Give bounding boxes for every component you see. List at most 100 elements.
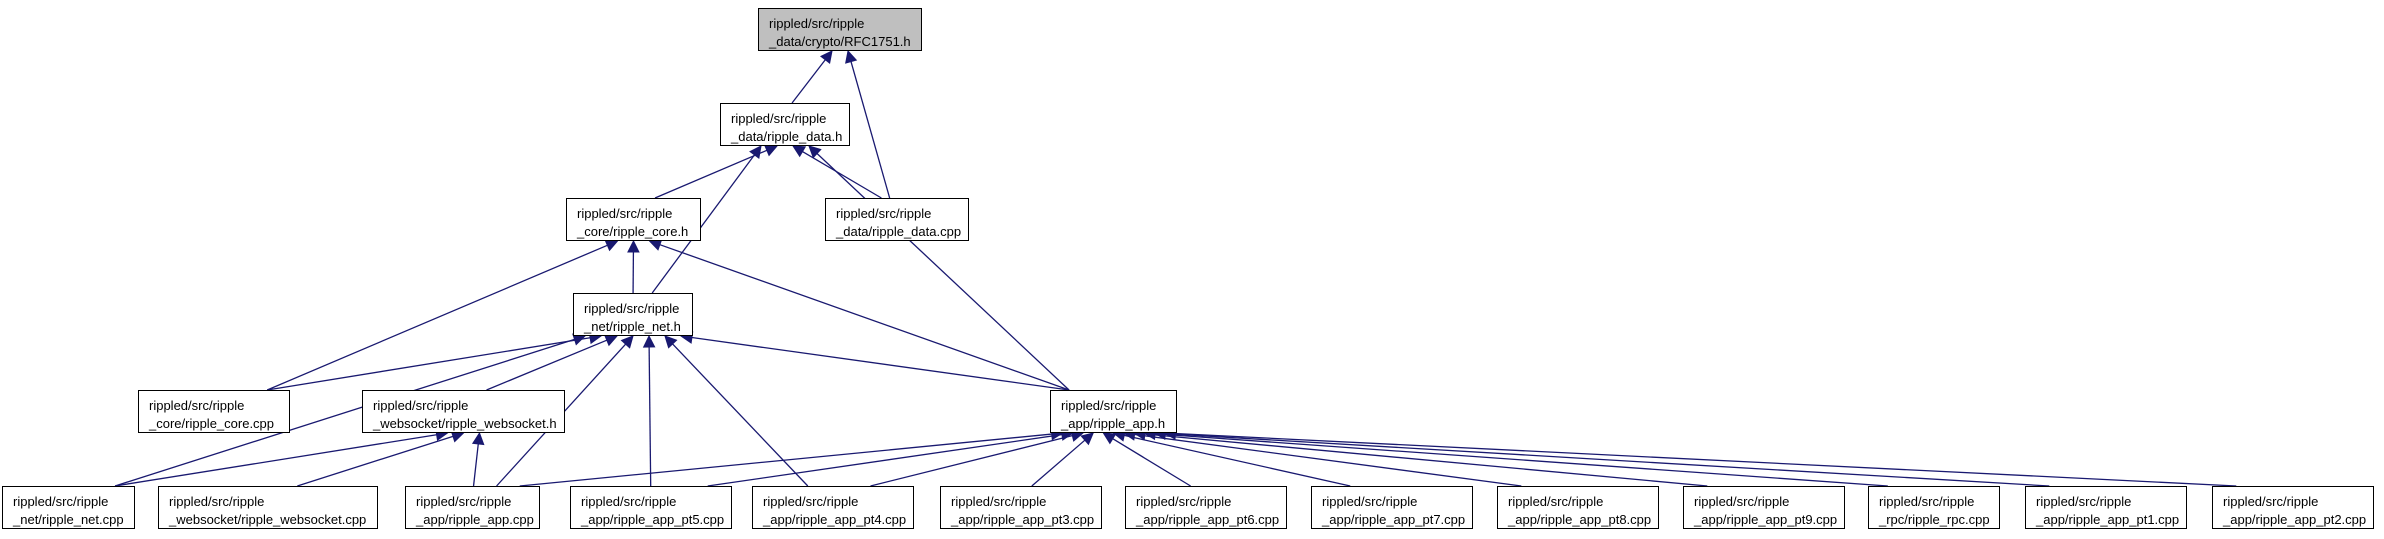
node-path-line: rippled/src/ripple (763, 494, 859, 509)
node-path-line: rippled/src/ripple (416, 494, 512, 509)
node-file-line: _app/ripple_app_pt3.cpp (951, 512, 1095, 527)
edge-ripple_core_cpp-to-ripple_core_h (266, 244, 608, 391)
edge-ripple_data_cpp-to-ripple_data_h (802, 151, 882, 199)
edge-ripple_app_cpp-to-ripple_websocket_h (472, 443, 479, 487)
edge-ripple_app_pt8_cpp-to-ripple_app_h (1134, 433, 1522, 487)
node-path-line: rippled/src/ripple (1879, 494, 1975, 509)
arrowhead-ripple_app_pt3_cpp-to-ripple_app_h (1080, 432, 1095, 446)
node-ripple-net-h[interactable]: rippled/src/ripple _net/ripple_net.h (573, 293, 693, 336)
node-file-line: _rpc/ripple_rpc.cpp (1879, 512, 1990, 527)
edge-ripple_data_cpp-to-rfc1751_h (850, 61, 891, 199)
node-ripple-app-pt4-cpp[interactable]: rippled/src/ripple _app/ripple_app_pt4.c… (752, 486, 914, 529)
node-file-line: _data/crypto/RFC1751.h (769, 34, 911, 49)
arrowhead-ripple_data_h-to-rfc1751_h (819, 50, 833, 64)
node-ripple-rpc-cpp[interactable]: rippled/src/ripple _rpc/ripple_rpc.cpp (1868, 486, 2000, 529)
edge-ripple_websocket_cpp-to-ripple_websocket_h (297, 435, 454, 487)
node-file-line: _app/ripple_app_pt4.cpp (763, 512, 907, 527)
node-ripple-app-pt7-cpp[interactable]: rippled/src/ripple _app/ripple_app_pt7.c… (1311, 486, 1473, 529)
node-path-line: rippled/src/ripple (577, 206, 673, 221)
edge-ripple_app_cpp-to-ripple_app_h (519, 433, 1052, 487)
edge-ripple_app_pt7_cpp-to-ripple_app_h (1124, 434, 1351, 487)
arrowhead-ripple_app_pt5_cpp-to-ripple_net_h (642, 334, 656, 348)
node-ripple-app-pt2-cpp[interactable]: rippled/src/ripple _app/ripple_app_pt2.c… (2212, 486, 2374, 529)
node-path-line: rippled/src/ripple (731, 111, 827, 126)
node-file-line: _core/ripple_core.cpp (149, 416, 275, 431)
edge-ripple_core_h-to-ripple_data_h (654, 149, 768, 199)
node-path-line: rippled/src/ripple (1061, 398, 1157, 413)
node-ripple-app-pt1-cpp[interactable]: rippled/src/ripple _app/ripple_app_pt1.c… (2025, 486, 2187, 529)
node-file-line: _app/ripple_app_pt5.cpp (581, 512, 725, 527)
edge-ripple_app_pt3_cpp-to-ripple_app_h (1031, 439, 1086, 487)
edge-ripple_app_h-to-ripple_net_h (691, 336, 1070, 391)
node-ripple-net-cpp[interactable]: rippled/src/ripple _net/ripple_net.cpp (2, 486, 135, 529)
node-file-line: _data/ripple_data.cpp (836, 224, 962, 239)
node-path-line: rippled/src/ripple (1508, 494, 1604, 509)
edge-ripple_app_pt5_cpp-to-ripple_app_h (707, 433, 1063, 487)
node-path-line: rippled/src/ripple (373, 398, 469, 413)
node-file-line: _net/ripple_net.h (584, 319, 681, 334)
node-file-line: _websocket/ripple_websocket.h (373, 416, 557, 431)
node-ripple-data-cpp[interactable]: rippled/src/ripple _data/ripple_data.cpp (825, 198, 969, 241)
edge-ripple_app_pt4_cpp-to-ripple_app_h (870, 435, 1073, 487)
edge-ripple_core_cpp-to-ripple_net_h (267, 337, 591, 391)
node-path-line: rippled/src/ripple (584, 301, 680, 316)
edge-ripple_rpc_cpp-to-ripple_app_h (1154, 433, 1888, 487)
edge-ripple_websocket_h-to-ripple_net_h (486, 339, 608, 391)
edge-ripple_data_h-to-rfc1751_h (791, 59, 826, 104)
arrowhead-ripple_data_cpp-to-ripple_data_h (792, 145, 807, 158)
arrowhead-ripple_net_h-to-ripple_core_h (627, 239, 640, 253)
arrowhead-ripple_app_cpp-to-ripple_websocket_h (471, 431, 485, 446)
arrowhead-ripple_data_cpp-to-rfc1751_h (845, 49, 858, 64)
node-file-line: _websocket/ripple_websocket.cpp (169, 512, 367, 527)
node-path-line: rippled/src/ripple (13, 494, 109, 509)
edge-ripple_net_cpp-to-ripple_websocket_h (114, 434, 437, 487)
node-path-line: rippled/src/ripple (2036, 494, 2132, 509)
edge-ripple_app_pt9_cpp-to-ripple_app_h (1144, 433, 1708, 487)
edge-ripple_net_h-to-ripple_data_h (651, 154, 755, 294)
node-rfc1751-h: rippled/src/ripple _data/crypto/RFC1751.… (758, 8, 922, 51)
arrowhead-ripple_app_pt4_cpp-to-ripple_net_h (664, 335, 678, 349)
node-ripple-app-h[interactable]: rippled/src/ripple _app/ripple_app.h (1050, 390, 1177, 433)
node-path-line: rippled/src/ripple (1136, 494, 1232, 509)
node-file-line: _app/ripple_app_pt1.cpp (2036, 512, 2180, 527)
node-path-line: rippled/src/ripple (769, 16, 865, 31)
node-file-line: _core/ripple_core.h (577, 224, 689, 239)
node-ripple-app-pt8-cpp[interactable]: rippled/src/ripple _app/ripple_app_pt8.c… (1497, 486, 1659, 529)
node-path-line: rippled/src/ripple (581, 494, 677, 509)
node-path-line: rippled/src/ripple (951, 494, 1047, 509)
edge-ripple_app_pt2_cpp-to-ripple_app_h (1175, 432, 2237, 487)
arrowhead-ripple_app_pt6_cpp-to-ripple_app_h (1102, 432, 1117, 445)
node-file-line: _app/ripple_app_pt9.cpp (1694, 512, 1838, 527)
edge-ripple_app_h-to-ripple_core_h (659, 244, 1070, 391)
edge-ripple_app_pt1_cpp-to-ripple_app_h (1165, 433, 2050, 487)
edge-ripple_net_cpp-to-ripple_net_h (114, 338, 575, 487)
arrowhead-ripple_core_cpp-to-ripple_core_h (604, 239, 619, 252)
arrowhead-ripple_core_h-to-ripple_data_h (763, 144, 779, 157)
node-path-line: rippled/src/ripple (2223, 494, 2319, 509)
edge-ripple_app_pt6_cpp-to-ripple_app_h (1112, 438, 1191, 487)
node-path-line: rippled/src/ripple (836, 206, 932, 221)
node-ripple-app-pt5-cpp[interactable]: rippled/src/ripple _app/ripple_app_pt5.c… (570, 486, 732, 529)
edge-ripple_app_pt5_cpp-to-ripple_net_h (648, 346, 652, 487)
node-file-line: _app/ripple_app.h (1061, 416, 1166, 431)
arrowhead-ripple_net_h-to-ripple_data_h (749, 145, 762, 159)
node-ripple-websocket-cpp[interactable]: rippled/src/ripple _websocket/ripple_web… (158, 486, 378, 529)
node-file-line: _app/ripple_app_pt6.cpp (1136, 512, 1280, 527)
node-ripple-core-h[interactable]: rippled/src/ripple _core/ripple_core.h (566, 198, 701, 241)
node-path-line: rippled/src/ripple (1694, 494, 1790, 509)
node-file-line: _app/ripple_app_pt2.cpp (2223, 512, 2367, 527)
node-ripple-data-h[interactable]: rippled/src/ripple _data/ripple_data.h (720, 103, 850, 146)
node-ripple-core-cpp[interactable]: rippled/src/ripple _core/ripple_core.cpp (138, 390, 290, 433)
node-ripple-websocket-h[interactable]: rippled/src/ripple _websocket/ripple_web… (362, 390, 565, 433)
node-ripple-app-pt6-cpp[interactable]: rippled/src/ripple _app/ripple_app_pt6.c… (1125, 486, 1287, 529)
node-ripple-app-cpp[interactable]: rippled/src/ripple _app/ripple_app.cpp (405, 486, 540, 529)
node-ripple-app-pt9-cpp[interactable]: rippled/src/ripple _app/ripple_app_pt9.c… (1683, 486, 1845, 529)
node-file-line: _data/ripple_data.h (731, 129, 843, 144)
node-ripple-app-pt3-cpp[interactable]: rippled/src/ripple _app/ripple_app_pt3.c… (940, 486, 1102, 529)
arrowhead-ripple_app_cpp-to-ripple_net_h (620, 335, 634, 349)
node-file-line: _app/ripple_app_pt8.cpp (1508, 512, 1652, 527)
edge-ripple_app_h-to-ripple_data_h (816, 153, 1070, 391)
arrowhead-ripple_websocket_h-to-ripple_net_h (603, 334, 619, 347)
